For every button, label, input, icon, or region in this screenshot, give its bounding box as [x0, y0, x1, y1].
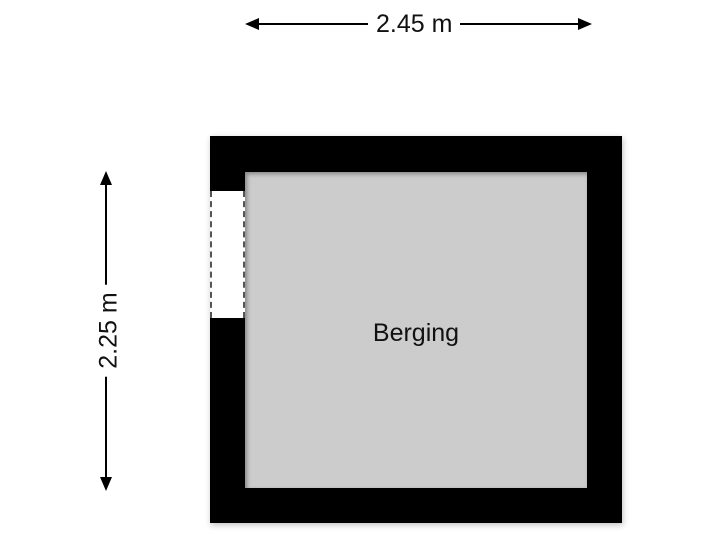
- arrow-up-icon: [100, 171, 112, 185]
- room-berging: Berging: [245, 172, 587, 488]
- width-dimension-label: 2.45 m: [368, 12, 461, 37]
- arrow-left-icon: [245, 18, 259, 30]
- arrow-down-icon: [100, 477, 112, 491]
- arrow-right-icon: [578, 18, 592, 30]
- height-dimension-label: 2.25 m: [95, 284, 123, 377]
- room-label: Berging: [372, 319, 460, 347]
- door-opening: [210, 191, 245, 318]
